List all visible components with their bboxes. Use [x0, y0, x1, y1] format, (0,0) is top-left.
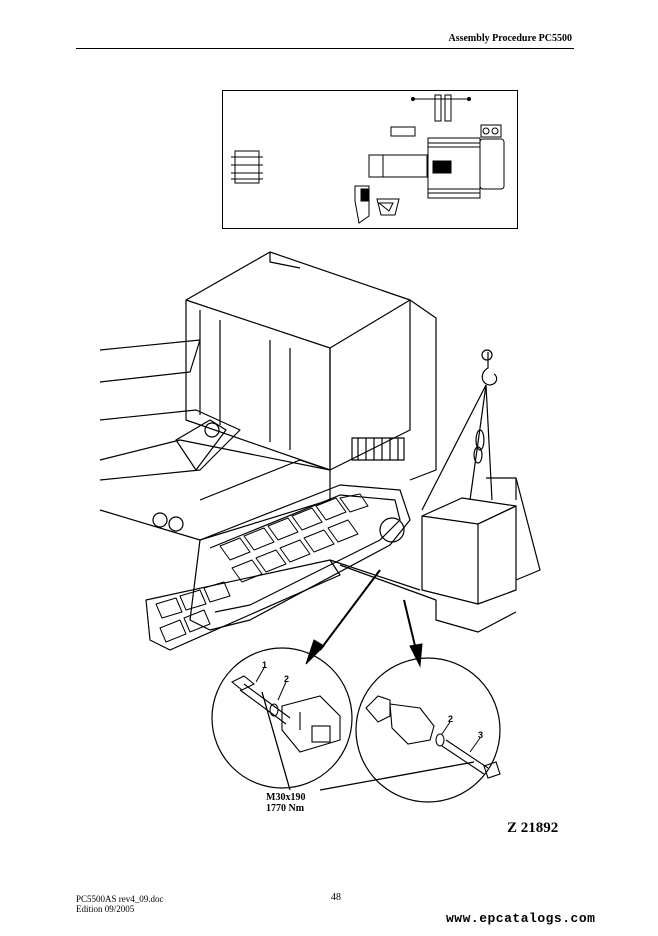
part-number-2-right: 2 — [448, 714, 454, 724]
index-diagram-drawing — [231, 94, 505, 224]
footer-doc-info: PC5500AS rev4_09.doc Edition 09/2005 — [76, 894, 164, 914]
part-number-3: 3 — [478, 730, 484, 740]
footer-doc-name: PC5500AS rev4_09.doc — [76, 894, 164, 904]
footer-edition: Edition 09/2005 — [76, 904, 135, 914]
location-index-diagram — [222, 90, 518, 229]
watermark-url: www.epcatalogs.com — [446, 911, 596, 926]
part-number-2-left: 2 — [284, 674, 290, 684]
figure-id: Z 21892 — [507, 820, 559, 836]
bolt-size: M30x190 — [266, 792, 306, 803]
page-header-title: Assembly Procedure PC5500 — [448, 33, 572, 44]
part-number-1: 1 — [262, 660, 268, 670]
bolt-spec-callout: M30x190 1770 Nm — [266, 792, 305, 814]
bolt-torque: 1770 Nm — [266, 803, 305, 814]
header-divider — [76, 48, 574, 49]
page-number: 48 — [331, 892, 341, 903]
